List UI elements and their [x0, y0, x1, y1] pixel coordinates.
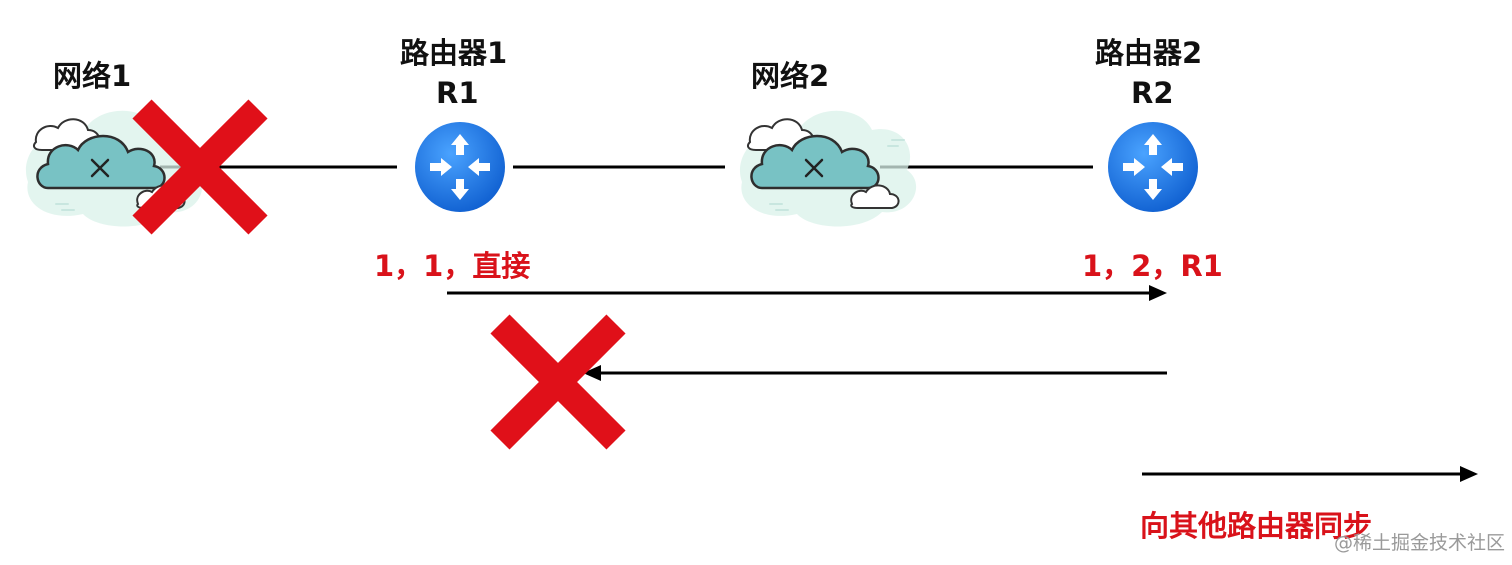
network2-cloud-icon [738, 109, 918, 228]
advertise-arrow-r1-to-r2 [447, 285, 1167, 301]
reverse-arrow-r2-to-r1 [583, 365, 1167, 381]
router2-sublabel: R2 [1131, 76, 1174, 110]
watermark: @稀土掘金技术社区 [1334, 532, 1506, 554]
router1-label: 路由器1 [400, 36, 508, 70]
network2-label: 网络2 [751, 59, 830, 93]
router1-table-entry: 1，1，直接 [374, 249, 531, 283]
sync-label: 向其他路由器同步 [1140, 509, 1373, 543]
router1-sublabel: R1 [436, 76, 479, 110]
network1-label: 网络1 [53, 59, 132, 93]
router2-icon [1108, 122, 1198, 212]
router1-icon [415, 122, 505, 212]
blocked-update-cross-icon [500, 324, 616, 440]
router2-label: 路由器2 [1095, 36, 1203, 70]
sync-arrow [1142, 466, 1478, 482]
router2-table-entry: 1，2，R1 [1082, 249, 1223, 283]
